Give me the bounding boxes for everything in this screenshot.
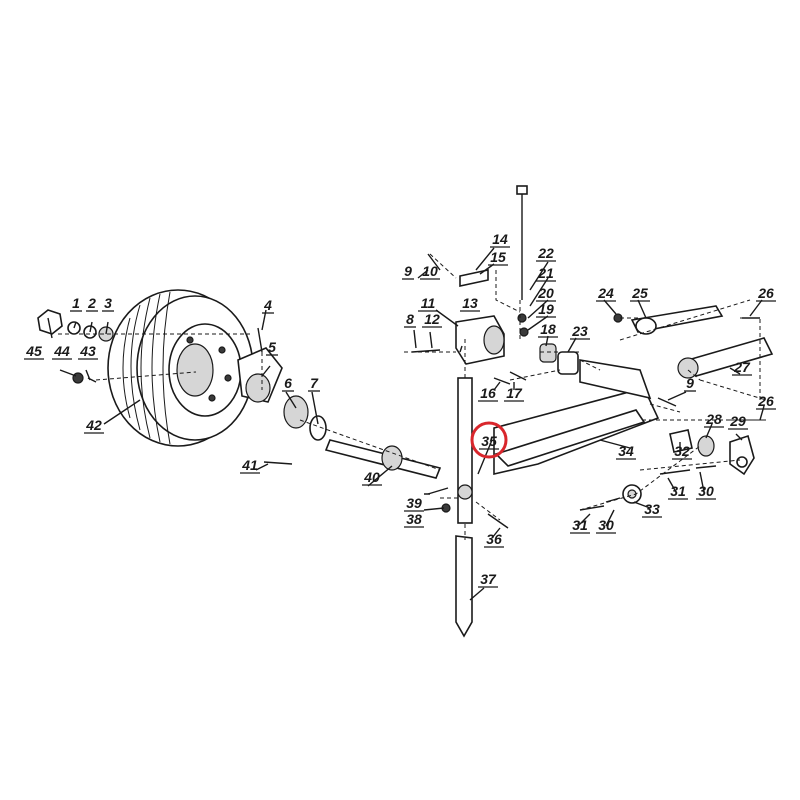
part-label-p27: 27 [733, 359, 751, 375]
part-label-p14: 14 [492, 231, 508, 247]
part-label-p4: 4 [263, 297, 272, 313]
part-label-p7: 7 [310, 375, 319, 391]
part-label-p8: 8 [406, 311, 414, 327]
part-label-p26a: 26 [757, 285, 774, 301]
part-label-p15: 15 [490, 249, 506, 265]
part-label-p41: 41 [241, 457, 258, 473]
arm-assembly [493, 305, 774, 511]
wheel-assembly [37, 289, 442, 479]
part-label-p2: 2 [87, 295, 96, 311]
part-label-p45: 45 [25, 343, 42, 359]
part-label-p43: 43 [79, 343, 96, 359]
vertical-column-assembly [411, 185, 579, 638]
part-label-p37: 37 [480, 571, 497, 587]
leader-lines [47, 247, 765, 601]
part-label-p30a: 30 [698, 483, 714, 499]
part-label-p16: 16 [480, 385, 496, 401]
part-label-p30b: 30 [598, 517, 614, 533]
part-label-p31b: 31 [572, 517, 588, 533]
part-label-p11: 11 [421, 295, 436, 311]
part-label-p21: 21 [537, 265, 554, 281]
part-label-p33: 33 [644, 501, 660, 517]
part-label-p3: 3 [104, 295, 112, 311]
part-label-p17: 17 [506, 385, 523, 401]
part-label-p22: 22 [537, 245, 554, 261]
part-label-p1: 1 [72, 295, 80, 311]
part-label-p10: 10 [422, 263, 438, 279]
part-label-p34: 34 [618, 443, 634, 459]
part-label-p26b: 26 [757, 393, 774, 409]
highlight-ring [470, 421, 508, 459]
part-label-p29: 29 [729, 413, 746, 429]
part-label-p31a: 31 [670, 483, 686, 499]
part-label-p9b: 9 [686, 375, 694, 391]
part-label-p36: 36 [486, 531, 502, 547]
part-label-p38: 38 [406, 511, 422, 527]
part-label-p44: 44 [53, 343, 70, 359]
part-label-p39: 39 [406, 495, 422, 511]
part-label-p19: 19 [538, 301, 554, 317]
part-label-p25: 25 [631, 285, 648, 301]
part-label-p12: 12 [424, 311, 440, 327]
part-label-p5: 5 [268, 339, 276, 355]
part-label-p32: 32 [674, 443, 690, 459]
part-label-p13: 13 [462, 295, 478, 311]
part-label-p40: 40 [363, 469, 380, 485]
dashed-assembly-lines [58, 253, 767, 540]
part-label-p42: 42 [85, 417, 102, 433]
part-label-p18: 18 [540, 321, 556, 337]
part-label-p6: 6 [284, 375, 292, 391]
part-label-p9a: 9 [404, 263, 412, 279]
part-label-p20: 20 [537, 285, 554, 301]
part-label-p35: 35 [481, 433, 497, 449]
part-label-p23: 23 [571, 323, 588, 339]
part-label-p28: 28 [705, 411, 722, 427]
part-label-p24: 24 [597, 285, 614, 301]
